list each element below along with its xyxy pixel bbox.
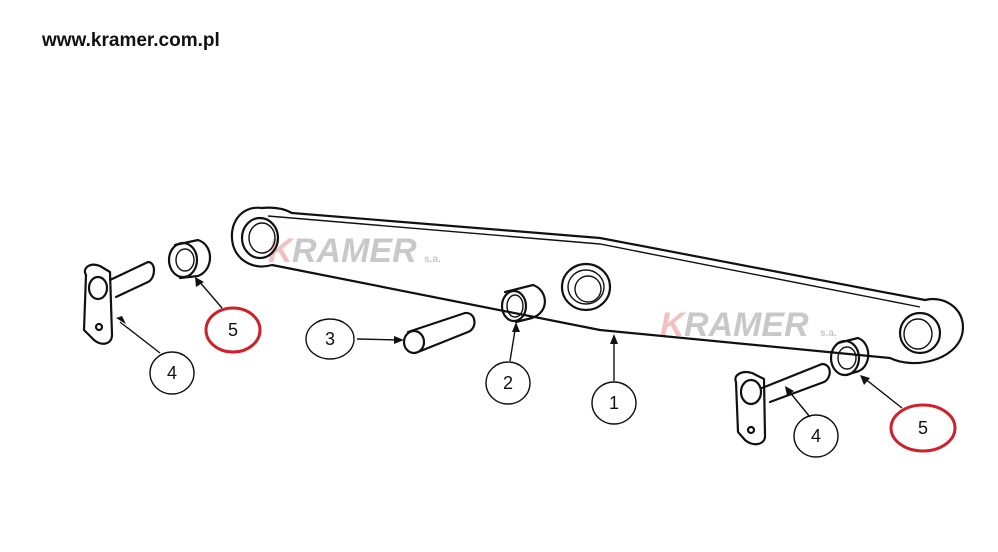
callout-5-left-highlighted: 5 xyxy=(204,306,262,354)
pin-part xyxy=(402,311,476,355)
callout-4-left: 4 xyxy=(149,351,195,395)
callout-5-right-highlighted: 5 xyxy=(889,403,957,453)
callout-4-right: 4 xyxy=(793,414,839,458)
svg-text:s.a.: s.a. xyxy=(424,254,441,265)
grease-bushing-right xyxy=(829,336,870,377)
svg-text:5: 5 xyxy=(918,418,928,438)
watermark-left: K RAMER s.a. xyxy=(268,232,441,270)
grease-bushing-left xyxy=(167,238,212,280)
pin-with-plate-left xyxy=(82,260,156,345)
svg-text:4: 4 xyxy=(167,363,177,383)
svg-text:3: 3 xyxy=(325,329,335,349)
svg-text:RAMER: RAMER xyxy=(684,306,809,344)
callout-3: 3 xyxy=(305,318,355,360)
pin-with-plate-right xyxy=(734,362,831,446)
svg-text:s.a.: s.a. xyxy=(820,328,837,339)
svg-text:2: 2 xyxy=(503,373,513,393)
website-url: www.kramer.com.pl xyxy=(42,30,220,51)
callout-1: 1 xyxy=(591,381,637,425)
svg-text:5: 5 xyxy=(228,320,238,340)
bushing-part xyxy=(500,283,546,324)
arm-part xyxy=(230,206,965,365)
callout-2: 2 xyxy=(485,361,531,405)
svg-text:RAMER: RAMER xyxy=(292,232,417,270)
svg-text:1: 1 xyxy=(609,393,619,413)
leader-lines xyxy=(116,277,903,418)
svg-text:4: 4 xyxy=(811,426,821,446)
watermark-right: K RAMER s.a. xyxy=(660,306,837,344)
